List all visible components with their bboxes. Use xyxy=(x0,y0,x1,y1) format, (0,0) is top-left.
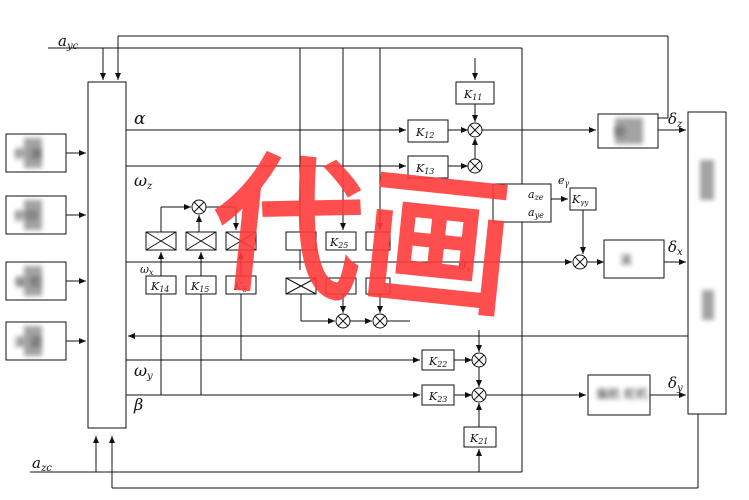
omegay-label: ωy xyxy=(134,361,153,382)
smudge-4 xyxy=(24,326,42,356)
varthetax-label: ϑx xyxy=(458,259,472,274)
k22-label: K22 xyxy=(428,355,447,369)
accel-box xyxy=(492,183,552,223)
deltay-label: δy xyxy=(668,374,683,394)
smudge-5 xyxy=(615,118,643,144)
egamma-label: eγ xyxy=(558,174,570,188)
mult-box-4 xyxy=(285,231,317,251)
azc-label: azc xyxy=(32,454,52,474)
k25-box xyxy=(325,231,357,251)
kgy-label: Kγy xyxy=(571,193,589,207)
k16-label: K6 xyxy=(233,280,247,294)
k21-label: K21 xyxy=(469,432,488,446)
smudge-1 xyxy=(24,138,42,168)
ayc-label: ayc xyxy=(58,32,79,52)
mult-box-7 xyxy=(365,277,391,295)
actuator-y-box xyxy=(587,374,651,416)
smudge-3 xyxy=(24,266,42,296)
mult-box-6 xyxy=(325,277,357,295)
smudge-2 xyxy=(24,200,42,230)
beta-label: β xyxy=(133,395,143,414)
k12-label: K12 xyxy=(415,126,434,140)
actuator-x-label: 滚 xyxy=(620,252,632,267)
k21-box xyxy=(463,426,497,448)
k12-box xyxy=(407,119,449,143)
actuator-x-box xyxy=(603,239,665,279)
aye-label: aye xyxy=(528,206,544,220)
k15-label: K15 xyxy=(190,280,209,294)
k23-label: K23 xyxy=(428,390,447,404)
aze-label: aze xyxy=(528,188,544,202)
deltaz-label: δz xyxy=(668,110,683,130)
deltax-label: δx xyxy=(668,238,683,258)
omegaz-label: ωz xyxy=(134,171,153,192)
k2x-box xyxy=(365,231,391,251)
airframe-block xyxy=(687,111,727,415)
actuator-y-label: 偏航 舵机 xyxy=(596,386,648,401)
sensor-block xyxy=(87,81,127,429)
smudge-6 xyxy=(700,160,714,200)
k25-label: K25 xyxy=(329,236,348,250)
k13-box xyxy=(407,155,449,179)
k11-label: K11 xyxy=(463,88,482,102)
omegax-label: ωx xyxy=(140,263,154,277)
smudge-7 xyxy=(702,290,714,320)
k13-label: K13 xyxy=(415,162,434,176)
alpha-label: α xyxy=(134,109,146,129)
k14-label: K14 xyxy=(150,280,169,294)
